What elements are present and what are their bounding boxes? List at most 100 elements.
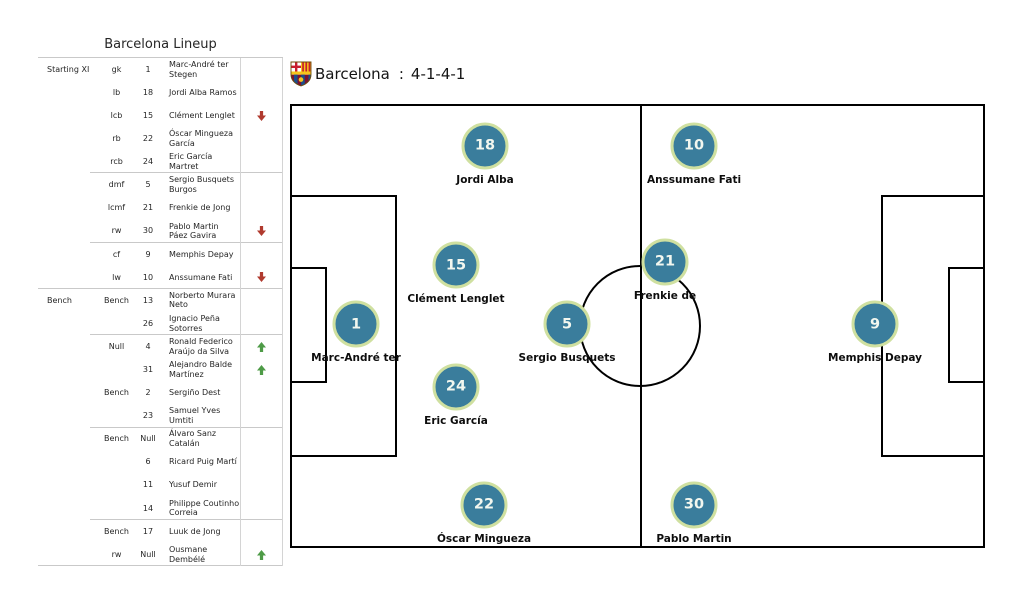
row-arrow-cell xyxy=(240,58,283,81)
arrow-down-icon xyxy=(257,226,266,237)
row-player-name: Pablo Martin Páez Gavira xyxy=(169,221,219,241)
row-arrow-cell xyxy=(240,266,283,289)
row-group-label: Bench xyxy=(47,295,72,305)
row-arrow-cell xyxy=(240,428,283,451)
player-number: 18 xyxy=(461,122,509,170)
pitch-header: Barcelona : 4-1-4-1 xyxy=(290,60,465,88)
arrow-up-icon xyxy=(257,341,266,352)
player-number: 30 xyxy=(670,481,718,529)
player-number: 9 xyxy=(851,300,899,348)
row-number: 6 xyxy=(145,457,151,467)
row-separator xyxy=(90,518,283,520)
goal-area-right xyxy=(948,267,983,383)
player-number: 15 xyxy=(432,241,480,289)
row-arrow-cell xyxy=(240,312,283,335)
row-number: 23 xyxy=(142,411,154,421)
row-arrow-cell xyxy=(240,381,283,404)
team-name: Barcelona xyxy=(315,65,390,83)
row-player-name: Sergio Busquets Burgos xyxy=(169,175,234,195)
center-circle xyxy=(579,265,701,387)
row-position: rw xyxy=(111,549,122,559)
player-number: 21 xyxy=(641,238,689,286)
row-player-name: Sergiño Dest xyxy=(169,388,221,398)
player-label: Memphis Depay xyxy=(828,352,922,365)
row-group-label: Starting XI xyxy=(47,64,90,74)
row-player-name: Jordi Alba Ramos xyxy=(169,87,237,97)
row-player-name: Ignacio Peña Sotorres xyxy=(169,313,220,333)
row-number: 26 xyxy=(142,318,154,328)
player-number: 1 xyxy=(332,300,380,348)
lineup-row: 26 Ignacio Peña Sotorres xyxy=(38,312,283,336)
row-number: 4 xyxy=(145,341,151,351)
row-position: rcb xyxy=(110,157,123,167)
row-arrow-cell xyxy=(240,497,283,520)
player-number: 24 xyxy=(432,363,480,411)
player-label: Marc-André ter xyxy=(311,352,401,365)
player-label: Óscar Mingueza xyxy=(436,532,532,545)
row-number: 2 xyxy=(145,388,151,398)
row-player-name: Samuel Yves Umtiti xyxy=(169,406,221,425)
player-label: Frenkie de xyxy=(633,289,697,302)
row-player-name: Luuk de Jong xyxy=(169,526,221,536)
row-number: 5 xyxy=(145,180,151,190)
row-number: 11 xyxy=(142,480,154,490)
row-number: 10 xyxy=(142,272,154,282)
row-arrow-cell xyxy=(240,104,283,127)
player-number: 10 xyxy=(670,122,718,170)
lineup-row: Null 4 Ronald Federico Araújo da Silva xyxy=(38,335,283,358)
row-number: 21 xyxy=(142,203,154,213)
row-number: Null xyxy=(140,549,156,559)
row-position: rw xyxy=(111,226,122,236)
page-title: Barcelona Lineup xyxy=(104,37,217,52)
player-label: Anssumane Fati xyxy=(646,173,742,186)
player-label: Sergio Busquets xyxy=(518,352,616,365)
row-separator xyxy=(90,172,283,174)
row-number: 17 xyxy=(142,526,154,536)
row-player-name: Memphis Depay xyxy=(169,249,234,259)
row-player-name: Alejandro Balde Martínez xyxy=(169,360,233,379)
row-position: gk xyxy=(111,64,122,74)
row-number: 13 xyxy=(142,295,154,305)
row-position: Null xyxy=(108,341,125,351)
row-number: 24 xyxy=(142,157,154,167)
table-column-divider xyxy=(240,58,241,567)
row-player-name: Anssumane Fati xyxy=(169,272,233,282)
row-position: Bench xyxy=(104,295,129,305)
row-number: 1 xyxy=(145,64,151,74)
lineup-row: 23 Samuel Yves Umtiti xyxy=(38,404,283,428)
row-arrow-cell xyxy=(240,150,283,173)
row-arrow-cell xyxy=(240,543,283,566)
row-position: rb xyxy=(112,134,121,144)
row-player-name: Eric García Martret xyxy=(169,152,213,171)
row-arrow-cell xyxy=(240,243,283,266)
row-arrow-cell xyxy=(240,197,283,220)
player-number: 22 xyxy=(460,481,508,529)
row-arrow-cell xyxy=(240,173,283,196)
row-player-name: Norberto Murara Neto xyxy=(169,290,236,310)
player-label: Eric García xyxy=(424,414,488,427)
row-player-name: Óscar Mingueza García xyxy=(169,129,233,148)
row-number: 18 xyxy=(142,87,154,97)
row-player-name: Álvaro Sanz Catalán xyxy=(169,429,217,449)
row-player-name: Ousmane Dembélé xyxy=(169,544,208,564)
header-separator: : xyxy=(398,65,404,83)
row-separator xyxy=(90,426,283,428)
row-number: 9 xyxy=(145,249,151,259)
row-player-name: Ronald Federico Araújo da Silva xyxy=(169,337,233,356)
row-number: 22 xyxy=(142,134,154,144)
row-arrow-cell xyxy=(240,474,283,497)
player-label: Pablo Martin xyxy=(656,532,732,545)
row-player-name: Frenkie de Jong xyxy=(169,203,231,213)
